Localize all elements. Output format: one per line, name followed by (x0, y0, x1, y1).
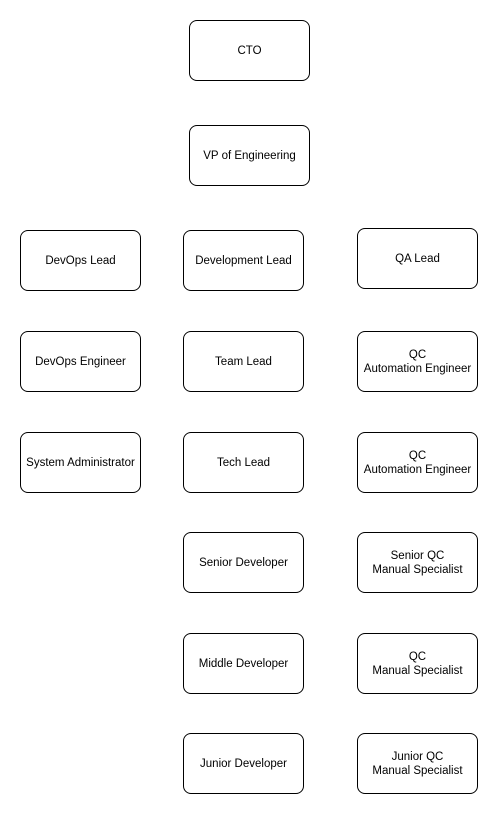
node-devops-engineer-label: DevOps Engineer (35, 355, 126, 368)
node-middle-developer[interactable]: Middle Developer (183, 633, 304, 694)
node-system-administrator-label: System Administrator (26, 456, 135, 469)
node-senior-developer[interactable]: Senior Developer (183, 532, 304, 593)
node-junior-qc-manual-specialist[interactable]: Junior QC Manual Specialist (357, 733, 478, 794)
node-system-administrator[interactable]: System Administrator (20, 432, 141, 493)
node-qc-automation-engineer-2-label: QC Automation Engineer (363, 449, 472, 476)
node-development-lead[interactable]: Development Lead (183, 230, 304, 291)
node-cto[interactable]: CTO (189, 20, 310, 81)
node-tech-lead-label: Tech Lead (216, 456, 271, 469)
node-team-lead[interactable]: Team Lead (183, 331, 304, 392)
node-vp-of-engineering[interactable]: VP of Engineering (189, 125, 310, 186)
node-junior-developer-label: Junior Developer (200, 757, 287, 770)
node-qc-manual-specialist-label: QC Manual Specialist (372, 650, 463, 677)
node-tech-lead[interactable]: Tech Lead (183, 432, 304, 493)
node-qc-automation-engineer-2[interactable]: QC Automation Engineer (357, 432, 478, 493)
node-devops-lead-label: DevOps Lead (45, 254, 116, 267)
node-qa-lead[interactable]: QA Lead (357, 228, 478, 289)
node-senior-qc-manual-specialist[interactable]: Senior QC Manual Specialist (357, 532, 478, 593)
node-vp-of-engineering-label: VP of Engineering (203, 149, 296, 162)
node-qc-manual-specialist[interactable]: QC Manual Specialist (357, 633, 478, 694)
node-devops-lead[interactable]: DevOps Lead (20, 230, 141, 291)
node-qc-automation-engineer-1-label: QC Automation Engineer (363, 348, 472, 375)
node-qc-automation-engineer-1[interactable]: QC Automation Engineer (357, 331, 478, 392)
node-senior-developer-label: Senior Developer (199, 556, 288, 569)
node-senior-qc-manual-specialist-label: Senior QC Manual Specialist (372, 549, 463, 576)
node-cto-label: CTO (237, 44, 262, 57)
node-junior-developer[interactable]: Junior Developer (183, 733, 304, 794)
node-devops-engineer[interactable]: DevOps Engineer (20, 331, 141, 392)
node-middle-developer-label: Middle Developer (198, 657, 289, 670)
node-development-lead-label: Development Lead (195, 254, 292, 267)
node-qa-lead-label: QA Lead (395, 252, 440, 265)
node-junior-qc-manual-specialist-label: Junior QC Manual Specialist (372, 750, 463, 777)
node-team-lead-label: Team Lead (215, 355, 272, 368)
